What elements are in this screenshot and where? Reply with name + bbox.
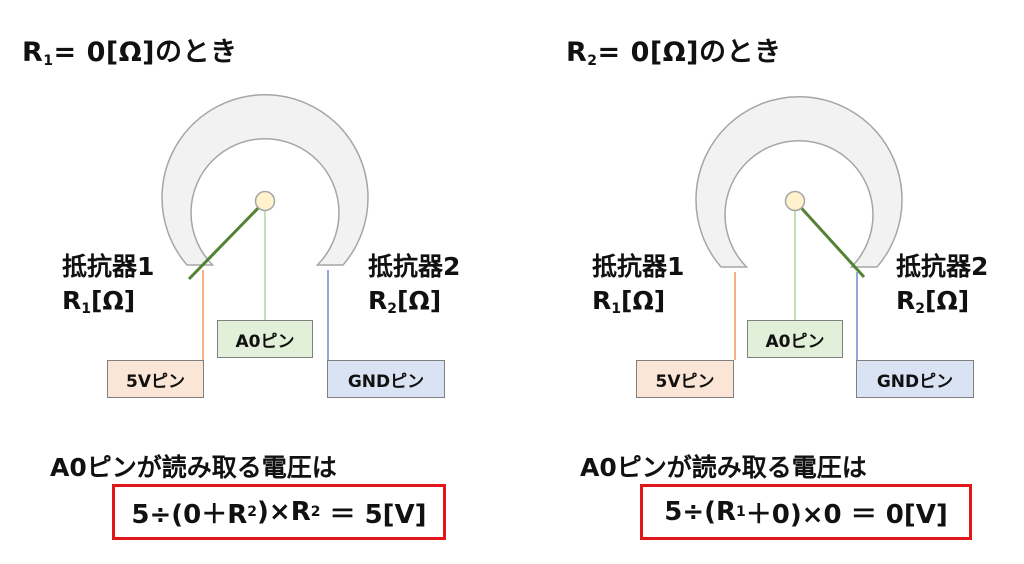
resistor2-name: 抵抗器2 <box>896 252 989 281</box>
pivot <box>254 190 276 212</box>
resistor1-value: R1[Ω] <box>592 286 666 317</box>
resistor2-label: 抵抗器2 R2[Ω] <box>368 250 460 326</box>
resistor-arc <box>695 95 903 268</box>
panel-r2-zero: R2= 0[Ω]のとき 抵抗器1 R1[Ω] 抵抗器2 R2[Ω] 5Vピン A… <box>512 0 1024 564</box>
resistor2-value: R2[Ω] <box>896 286 970 317</box>
condition-title: R1= 0[Ω]のとき <box>22 37 238 69</box>
resistor1-name: 抵抗器1 <box>62 252 155 281</box>
pin-gnd: GNDピン <box>327 360 445 398</box>
voltage-heading: A0ピンが読み取る電圧は <box>580 453 867 482</box>
resistor2-label: 抵抗器2 R2[Ω] <box>896 250 988 326</box>
pin-5v: 5Vピン <box>107 360 204 398</box>
wiper <box>793 199 866 279</box>
resistor1-label: 抵抗器1 R1[Ω] <box>592 250 684 326</box>
pivot <box>784 190 806 212</box>
voltage-heading: A0ピンが読み取る電圧は <box>50 453 337 482</box>
wiper <box>187 199 267 281</box>
condition-title: R2= 0[Ω]のとき <box>566 37 782 69</box>
resistor2-name: 抵抗器2 <box>368 252 461 281</box>
resistor-arc <box>161 93 369 266</box>
panel-r1-zero: R1= 0[Ω]のとき 抵抗器1 R1[Ω] 抵抗器2 R2[Ω] 5Vピン A… <box>22 37 460 540</box>
resistor1-label: 抵抗器1 R1[Ω] <box>62 250 154 326</box>
pin-a0: A0ピン <box>747 320 843 358</box>
pin-5v: 5Vピン <box>636 360 734 398</box>
pin-gnd: GNDピン <box>856 360 974 398</box>
resistor1-name: 抵抗器1 <box>592 252 685 281</box>
resistor1-value: R1[Ω] <box>62 286 136 317</box>
potentiometer-diagram <box>695 95 903 360</box>
resistor2-value: R2[Ω] <box>368 286 442 317</box>
potentiometer-diagram <box>161 93 369 360</box>
pin-a0: A0ピン <box>217 320 313 358</box>
